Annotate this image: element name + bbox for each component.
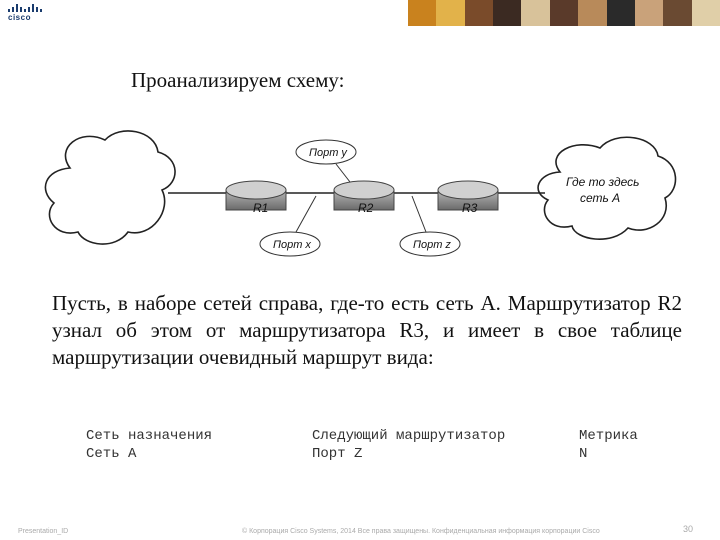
header-photo-7 — [578, 0, 607, 26]
header-photo-10 — [663, 0, 692, 26]
port-y-label: Порт y — [295, 139, 357, 165]
header-photo-3 — [464, 0, 494, 26]
svg-text:Порт x: Порт x — [273, 239, 311, 251]
header-photo-strip — [408, 0, 720, 26]
port-z-pointer — [411, 195, 427, 233]
port-z-label: Порт z — [399, 231, 461, 257]
right-cloud-text-1: Где то здесь — [566, 175, 639, 189]
router-r1-label: R1 — [253, 201, 268, 215]
cisco-logo-bars — [8, 4, 44, 12]
router-r3: R3 — [437, 180, 499, 215]
cisco-logo: cisco — [8, 4, 44, 22]
header-photo-4 — [493, 0, 522, 26]
router-r1: R1 — [225, 180, 287, 215]
route-cell-next-hop: Порт Z — [312, 446, 363, 462]
header-photo-8 — [606, 0, 635, 26]
route-cell-metric: N — [579, 446, 588, 462]
slide-title: Проанализируем схему: — [131, 68, 345, 92]
page-number: 30 — [683, 524, 694, 534]
left-cloud — [44, 130, 176, 245]
route-header-metric: Метрика — [579, 428, 638, 444]
router-r2: R2 — [333, 180, 395, 215]
route-header-destination: Сеть назначения — [86, 428, 213, 444]
header-photo-5 — [521, 0, 550, 26]
header-photo-9 — [634, 0, 664, 26]
route-cell-destination: Сеть А — [86, 446, 137, 462]
header-photo-6 — [549, 0, 579, 26]
port-x-pointer — [295, 195, 317, 233]
router-r2-label: R2 — [358, 201, 374, 215]
port-x-label: Порт x — [259, 231, 321, 257]
explanation-paragraph: Пусть, в наборе сетей справа, где-то ест… — [52, 291, 682, 369]
port-y-pointer — [335, 163, 351, 183]
footer-copyright: © Корпорация Cisco Systems, 2014 Все пра… — [242, 528, 600, 535]
cisco-logo-text: cisco — [8, 13, 31, 22]
svg-text:Порт z: Порт z — [413, 239, 451, 251]
header-photo-1 — [408, 0, 437, 26]
footer-presentation-id: Presentation_ID — [18, 528, 69, 535]
right-cloud — [537, 136, 677, 240]
route-header-next-hop: Следующий маршрутизатор — [312, 428, 506, 444]
right-cloud-text-2: сеть А — [580, 191, 620, 205]
router-r3-label: R3 — [462, 201, 478, 215]
header-photo-11 — [691, 0, 720, 26]
network-diagram: R1 R2 R3 Порт y Порт x Порт z Где то зде… — [44, 130, 677, 257]
header-photo-2 — [436, 0, 465, 26]
svg-text:Порт y: Порт y — [309, 147, 348, 159]
